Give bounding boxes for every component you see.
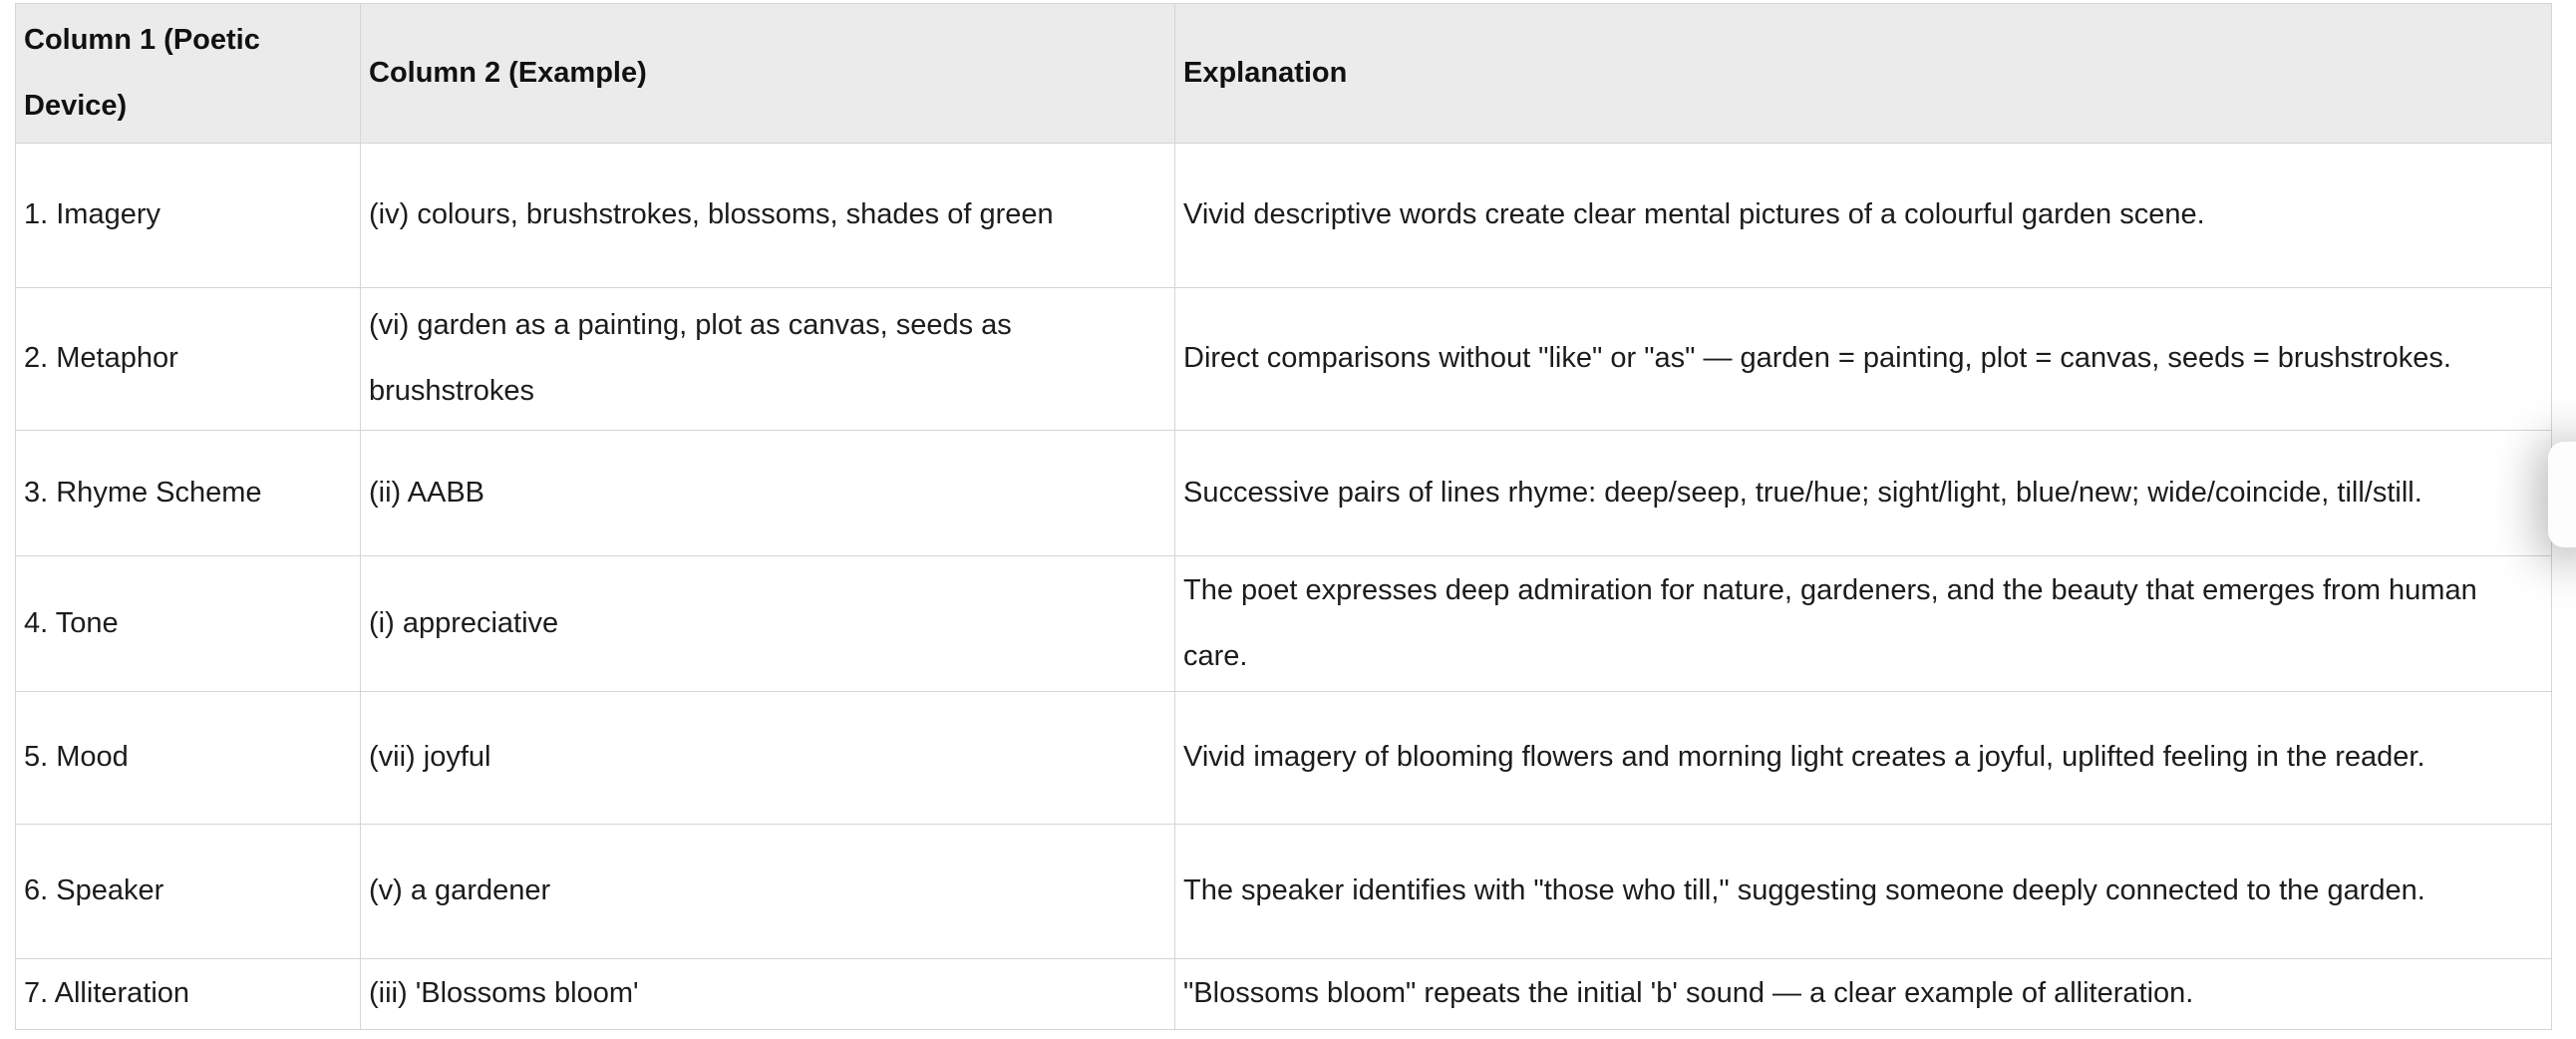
cell-explanation: Successive pairs of lines rhyme: deep/se… bbox=[1174, 430, 2552, 556]
table-row: 2. Metaphor (vi) garden as a painting, p… bbox=[15, 287, 2552, 431]
table-body: 1. Imagery (iv) colours, brushstrokes, b… bbox=[15, 143, 2552, 1030]
column-header-example: Column 2 (Example) bbox=[360, 3, 1175, 144]
table-row: 7. Alliteration (iii) 'Blossoms bloom' "… bbox=[15, 958, 2552, 1030]
column-header-poetic-device: Column 1 (Poetic Device) bbox=[15, 3, 361, 144]
table-row: 4. Tone (i) appreciative The poet expres… bbox=[15, 554, 2552, 693]
cell-explanation: Direct comparisons without "like" or "as… bbox=[1174, 287, 2552, 431]
cell-explanation: Vivid imagery of blooming flowers and mo… bbox=[1174, 691, 2552, 826]
column-header-explanation: Explanation bbox=[1174, 3, 2552, 144]
table-row: 5. Mood (vii) joyful Vivid imagery of bl… bbox=[15, 691, 2552, 826]
cell-device: 1. Imagery bbox=[15, 143, 361, 288]
cell-example: (iv) colours, brushstrokes, blossoms, sh… bbox=[360, 143, 1175, 288]
cell-device: 7. Alliteration bbox=[15, 958, 361, 1030]
cell-device: 5. Mood bbox=[15, 691, 361, 826]
cell-example: (v) a gardener bbox=[360, 824, 1175, 960]
cell-explanation: The poet expresses deep admiration for n… bbox=[1174, 554, 2552, 693]
cell-explanation: "Blossoms bloom" repeats the initial 'b'… bbox=[1174, 958, 2552, 1030]
cell-example: (iii) 'Blossoms bloom' bbox=[360, 958, 1175, 1030]
cell-explanation: Vivid descriptive words create clear men… bbox=[1174, 143, 2552, 288]
table-header: Column 1 (Poetic Device) Column 2 (Examp… bbox=[15, 3, 2552, 144]
poetic-devices-table-container: Column 1 (Poetic Device) Column 2 (Examp… bbox=[15, 3, 2552, 1030]
table-row: 3. Rhyme Scheme (ii) AABB Successive pai… bbox=[15, 430, 2552, 556]
table-row: 1. Imagery (iv) colours, brushstrokes, b… bbox=[15, 143, 2552, 288]
cell-example: (ii) AABB bbox=[360, 430, 1175, 556]
cell-explanation: The speaker identifies with "those who t… bbox=[1174, 824, 2552, 960]
header-row: Column 1 (Poetic Device) Column 2 (Examp… bbox=[15, 3, 2552, 144]
cell-device: 4. Tone bbox=[15, 554, 361, 693]
cell-example: (i) appreciative bbox=[360, 554, 1175, 693]
cell-device: 3. Rhyme Scheme bbox=[15, 430, 361, 556]
cell-example: (vi) garden as a painting, plot as canva… bbox=[360, 287, 1175, 431]
cell-device: 2. Metaphor bbox=[15, 287, 361, 431]
table-row: 6. Speaker (v) a gardener The speaker id… bbox=[15, 824, 2552, 960]
poetic-devices-table: Column 1 (Poetic Device) Column 2 (Examp… bbox=[15, 3, 2552, 1030]
side-panel-handle[interactable] bbox=[2548, 442, 2576, 547]
cell-example: (vii) joyful bbox=[360, 691, 1175, 826]
cell-device: 6. Speaker bbox=[15, 824, 361, 960]
